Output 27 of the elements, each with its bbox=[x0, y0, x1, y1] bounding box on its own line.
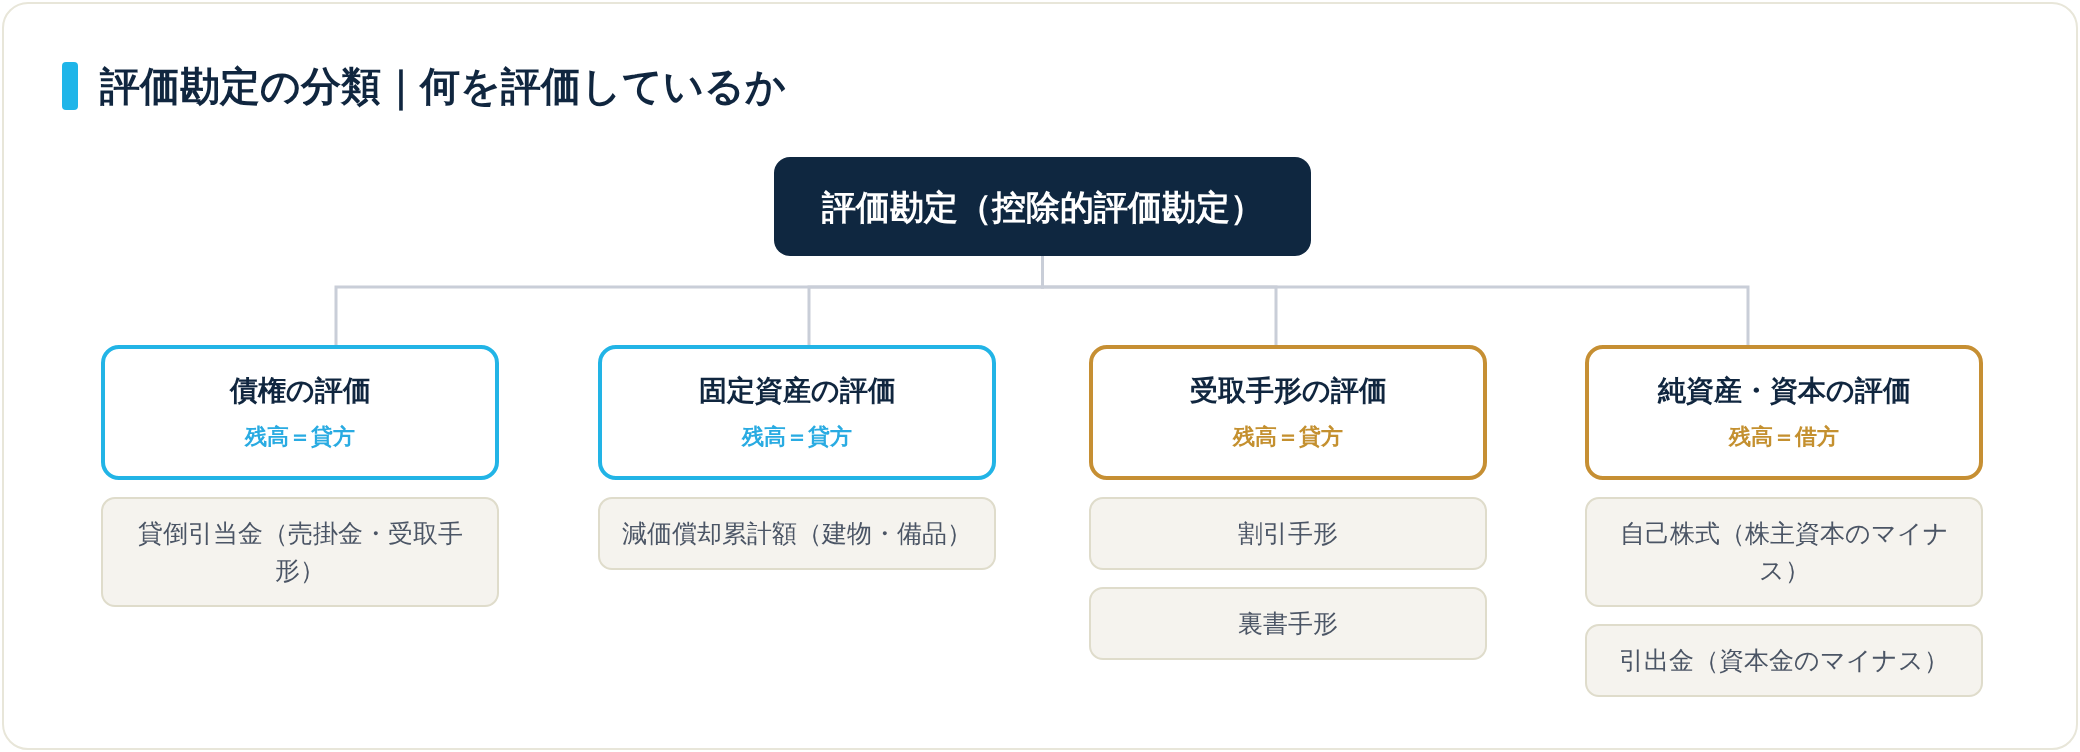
account-card bbox=[1585, 497, 1983, 607]
account-name: 引出金（資本金のマイナス） bbox=[1619, 646, 1949, 674]
balance-note: 残高＝貸方 bbox=[742, 423, 852, 451]
page-title: 評価勘定の分類｜何を評価しているか bbox=[100, 62, 786, 110]
balance-note: 残高＝借方 bbox=[1729, 423, 1839, 451]
account-card bbox=[1585, 624, 1983, 697]
account-card bbox=[1089, 497, 1487, 570]
account-name: 割引手形 bbox=[1238, 519, 1338, 547]
category-card bbox=[598, 345, 996, 480]
root-card bbox=[774, 157, 1311, 256]
account-card bbox=[101, 497, 499, 607]
category-card bbox=[1585, 345, 1983, 480]
account-card bbox=[1089, 587, 1487, 660]
balance-note: 残高＝貸方 bbox=[245, 423, 355, 451]
category-card bbox=[101, 345, 499, 480]
category-title: 債権の評価 bbox=[229, 374, 371, 408]
category-title: 純資産・資本の評価 bbox=[1657, 374, 1911, 408]
account-name: 減価償却累計額（建物・備品） bbox=[622, 519, 972, 547]
account-name: 裏書手形 bbox=[1238, 609, 1338, 637]
root-title: 評価勘定（控除的評価勘定） bbox=[821, 186, 1264, 228]
account-name: 貸倒引当金（売掛金・受取手形） bbox=[137, 519, 463, 584]
balance-note: 残高＝貸方 bbox=[1233, 423, 1343, 451]
category-title: 受取手形の評価 bbox=[1189, 374, 1387, 408]
category-card bbox=[1089, 345, 1487, 480]
category-title: 固定資産の評価 bbox=[698, 374, 896, 408]
account-card bbox=[598, 497, 996, 570]
account-name: 自己株式（株主資本のマイナス） bbox=[1619, 519, 1949, 584]
